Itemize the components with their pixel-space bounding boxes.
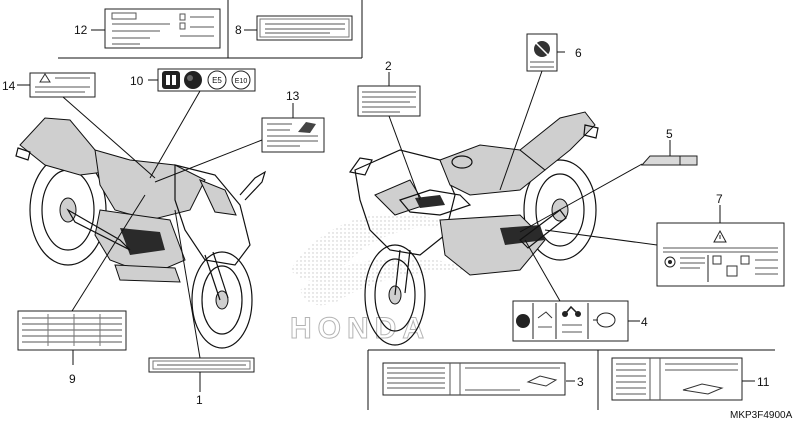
callout-7: 7 xyxy=(716,192,723,206)
e5-icon xyxy=(207,70,227,90)
e10-text: E10 xyxy=(235,78,248,85)
e5-text: E5 xyxy=(212,76,222,85)
callout-14: 14 xyxy=(2,79,16,93)
callout-1: 1 xyxy=(196,393,203,407)
label-8 xyxy=(256,15,353,41)
callout-11: 11 xyxy=(757,375,770,389)
section-frames xyxy=(58,0,775,410)
reference-code: MKP3F4900A xyxy=(730,410,793,421)
callout-5: 5 xyxy=(666,127,673,141)
label-12 xyxy=(104,8,221,49)
callout-3: 3 xyxy=(577,375,584,389)
e10-icon xyxy=(231,70,251,90)
label-6 xyxy=(526,33,558,72)
motorcycle-left-view xyxy=(15,117,267,349)
callout-10: 10 xyxy=(130,74,144,88)
callout-6: 6 xyxy=(575,46,582,60)
label-14 xyxy=(29,72,96,98)
motorcycle-right-view xyxy=(348,111,599,346)
callout-8: 8 xyxy=(235,23,242,37)
label-3 xyxy=(382,362,566,396)
label-7 xyxy=(656,222,785,287)
label-9 xyxy=(17,310,127,351)
label-11 xyxy=(611,357,743,401)
label-5 xyxy=(640,155,698,166)
label-4 xyxy=(512,300,629,342)
callout-numbers: 1 2 3 4 5 6 7 8 9 10 11 12 13 14 xyxy=(2,23,770,407)
callout-12: 12 xyxy=(74,23,88,37)
callout-4: 4 xyxy=(641,315,648,329)
label-2 xyxy=(357,85,421,117)
callout-13: 13 xyxy=(286,89,300,103)
callout-2: 2 xyxy=(385,59,392,73)
label-13 xyxy=(261,117,325,153)
label-10: E5 E10 xyxy=(157,68,256,92)
leader-lines xyxy=(17,29,755,392)
label-1 xyxy=(148,357,255,373)
callout-9: 9 xyxy=(69,372,76,386)
